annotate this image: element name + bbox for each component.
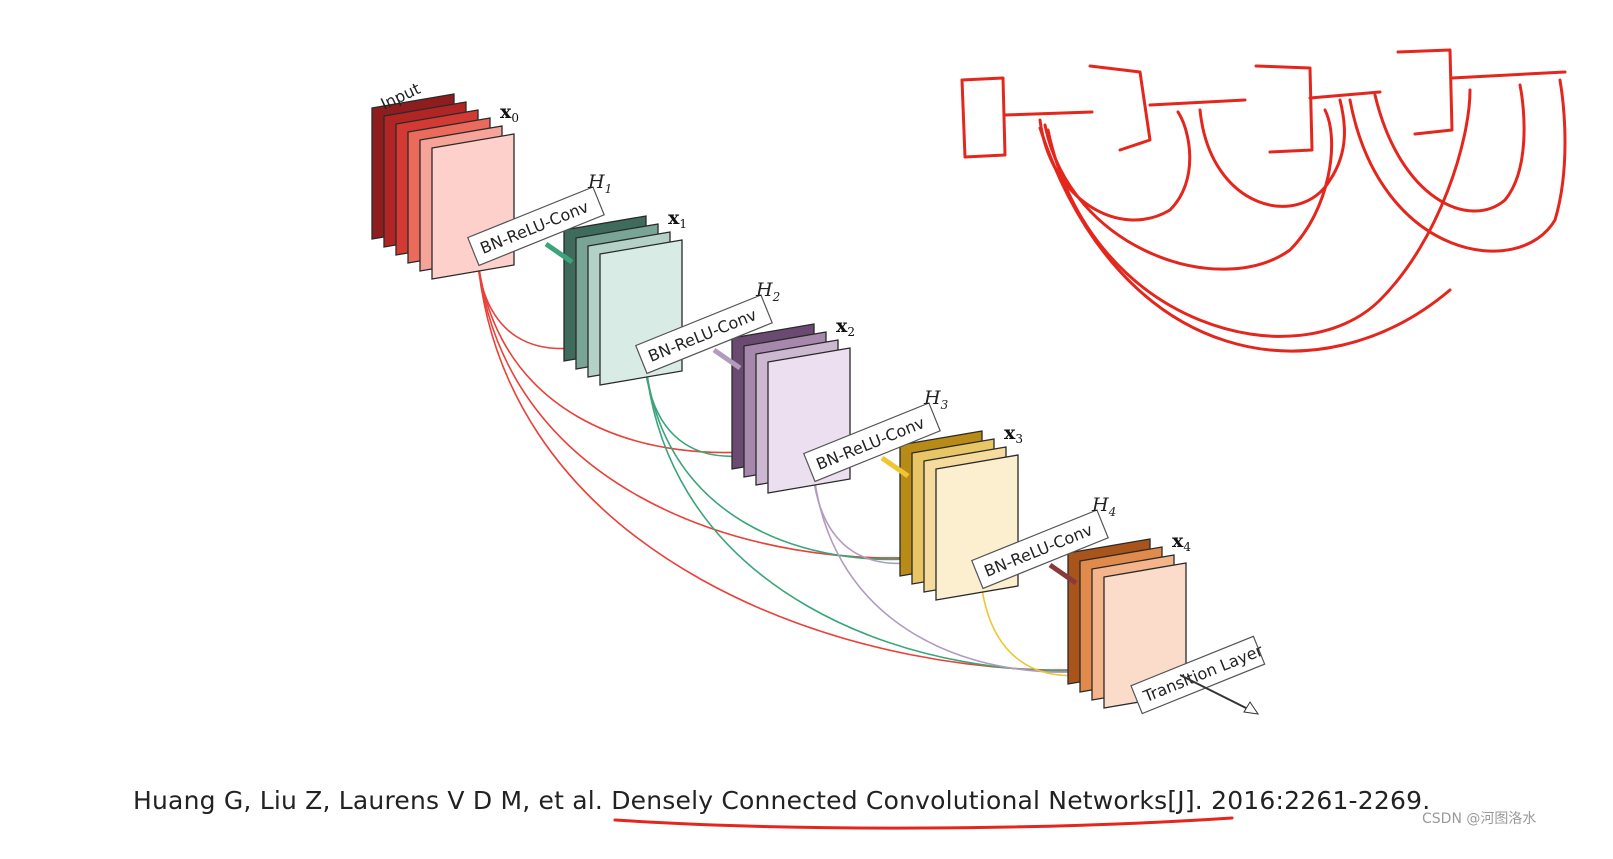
dense-arc-1-to-3 (642, 311, 947, 561)
sketch-stroke (1043, 108, 1334, 271)
sketch-stroke (1046, 88, 1472, 338)
sketch-stroke (1038, 110, 1192, 222)
dense-connections (474, 205, 1115, 677)
feature-stack-x0 (371, 93, 515, 280)
label-x0: x0 (500, 101, 519, 125)
watermark: CSDN @河图洛水 (1422, 811, 1537, 827)
label-h3: H3 (923, 387, 949, 412)
connector-bar (544, 241, 574, 265)
label-h2: H2 (755, 279, 780, 304)
dense-arc-0-to-3 (475, 205, 947, 559)
feature-stack-x1 (563, 215, 683, 386)
label-x3: x3 (1004, 422, 1023, 446)
feature-map-plane (431, 133, 515, 280)
box-frame (802, 402, 941, 483)
box-frame (634, 294, 773, 375)
box-frame (1130, 635, 1266, 715)
output-arrow (1179, 674, 1255, 713)
label-h1: H1 (587, 171, 612, 196)
sketch-stroke (1254, 64, 1314, 154)
dense-arc-2-to-4 (810, 419, 1115, 673)
dense-arc-0-to-2 (474, 205, 779, 454)
label-x2: x2 (836, 315, 855, 339)
sketch-stroke (1038, 126, 1452, 353)
sketch-stroke (1088, 64, 1152, 152)
connector-bar (880, 455, 910, 479)
citation-underline (613, 816, 1234, 830)
sketch-stroke (1396, 48, 1454, 136)
sketch-stroke (1348, 78, 1567, 253)
output-arrowhead (1243, 701, 1260, 715)
label-x1: x1 (668, 207, 687, 231)
box-frame (466, 186, 605, 267)
sketch-stroke (1450, 70, 1567, 80)
feature-stack-x4 (1067, 538, 1187, 709)
sketch-stroke (1198, 98, 1346, 208)
sketch-stroke (1373, 83, 1526, 213)
feature-map-stacks (371, 93, 1187, 709)
sketch-stroke (960, 76, 1007, 159)
sketch-stroke (1003, 110, 1094, 117)
label-h4: H4 (1091, 494, 1116, 519)
box-frame (970, 509, 1109, 590)
connector-bar (712, 347, 742, 371)
connector-bar (1048, 562, 1078, 586)
sketch-stroke (1308, 90, 1382, 100)
sketch-stroke (1148, 98, 1247, 107)
label-x4: x4 (1172, 530, 1191, 554)
citation-text: Huang G, Liu Z, Laurens V D M, et al. De… (133, 786, 1431, 815)
dense-arc-1-to-4 (643, 311, 1115, 672)
handdrawn-annotation (613, 48, 1567, 830)
